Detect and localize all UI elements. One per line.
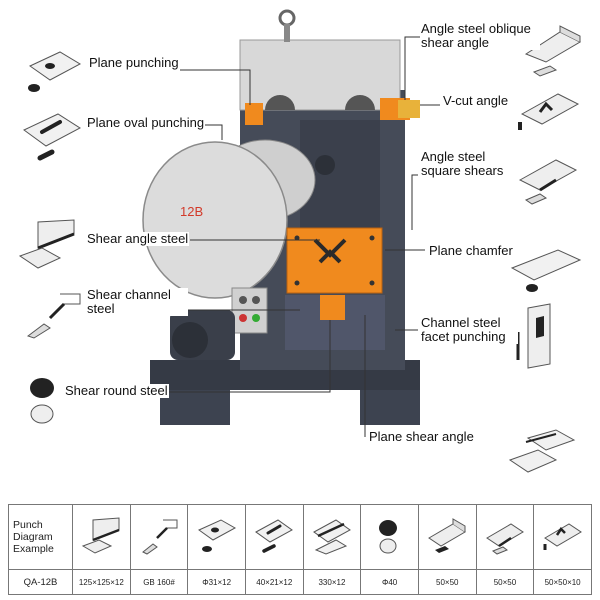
diagram-cell-punch-oval xyxy=(244,504,304,570)
callout-v-cut-angle: V-cut angle xyxy=(442,93,510,108)
top-guard-slot xyxy=(265,95,295,110)
motor-fan xyxy=(172,322,208,358)
machine-badge: 12B xyxy=(180,204,203,219)
callout-shear-angle-steel: Shear angle steel xyxy=(86,231,190,246)
spec-cell: 50×50 xyxy=(417,569,477,595)
diagram-cell-square xyxy=(475,504,535,570)
plate-shear-diagram-icon xyxy=(313,519,351,555)
spec-cell: GB 160# xyxy=(129,569,189,595)
spec-cell: 50×50×10 xyxy=(533,569,592,595)
v-cut-die xyxy=(398,100,420,118)
leader-lines xyxy=(115,36,440,437)
top-guard-slot xyxy=(345,95,375,110)
callout-plane-oval-punching: Plane oval punching xyxy=(86,115,206,130)
callout-angle-steel-oblique: Angle steel oblique shear angle xyxy=(420,22,540,50)
v-cut-angle-icon xyxy=(518,93,580,130)
shear-channel-steel-icon xyxy=(26,293,81,339)
flywheel-guard xyxy=(142,141,288,299)
spec-cell: 50×50 xyxy=(475,569,535,595)
punch-diagram-table: Punch Diagram Example QA-12B 125× xyxy=(8,504,592,595)
shear-blade-opening xyxy=(313,238,347,264)
diagram-cell-plate xyxy=(302,504,362,570)
spec-cell: 330×12 xyxy=(302,569,362,595)
spec-cell: 125×125×12 xyxy=(72,569,131,595)
spec-cell: 40×21×12 xyxy=(244,569,304,595)
lower-die xyxy=(320,295,345,320)
spec-cell: Φ40 xyxy=(360,569,419,595)
callout-shear-channel-steel: Shear channel steel xyxy=(86,288,188,316)
round-bar-diagram-icon xyxy=(378,520,397,554)
shear-angle-steel-icon xyxy=(18,219,75,269)
callout-channel-steel-facet: Channel steel facet punching xyxy=(420,316,518,344)
shear-plate xyxy=(286,227,383,294)
oval-punch-diagram-icon xyxy=(255,519,294,553)
plane-punching-icon xyxy=(28,51,82,92)
angle-steel-oblique-icon xyxy=(524,25,582,77)
angle-shear-diagram-icon xyxy=(82,517,120,554)
channel-shear-diagram-icon xyxy=(142,519,178,555)
diagram-cell-round-bar xyxy=(360,504,419,570)
diagram-cell-angle xyxy=(72,504,131,570)
channel-steel-facet-icon xyxy=(516,303,551,369)
machine-illustration: 12B xyxy=(115,9,440,437)
diagram-cell-channel xyxy=(129,504,189,570)
table-model: QA-12B xyxy=(8,569,73,595)
callout-plane-chamfer: Plane chamfer xyxy=(428,243,514,258)
machine-bolt xyxy=(315,155,335,175)
round-punch-diagram-icon xyxy=(197,519,236,552)
callout-plane-punching: Plane punching xyxy=(88,55,180,70)
diagram-cell-punch-round xyxy=(187,504,246,570)
callout-shear-round-steel: Shear round steel xyxy=(64,383,169,398)
v-cut-diagram-icon xyxy=(543,523,582,550)
oblique-angle-diagram-icon xyxy=(428,518,467,553)
callout-plane-shear-angle: Plane shear angle xyxy=(368,429,475,444)
table-row-diagrams: Punch Diagram Example xyxy=(8,504,592,570)
shear-round-steel-icon xyxy=(30,378,54,424)
table-row-specs: QA-12B 125×125×12 GB 160# Φ31×12 40×21×1… xyxy=(8,569,592,595)
plane-chamfer-icon xyxy=(510,249,582,292)
lifting-rod xyxy=(284,24,290,42)
callout-angle-steel-square: Angle steel square shears xyxy=(420,150,516,178)
lifting-eye xyxy=(278,9,296,27)
punch-holder xyxy=(245,103,263,125)
spec-cell: Φ31×12 xyxy=(187,569,246,595)
top-guard xyxy=(239,39,401,111)
diagram-cell-oblique xyxy=(417,504,477,570)
diagram-cell-v-cut xyxy=(533,504,592,570)
square-angle-diagram-icon xyxy=(485,523,524,555)
plane-shear-angle-icon xyxy=(508,429,576,473)
table-header-label: Punch Diagram Example xyxy=(8,504,73,570)
plane-oval-punching-icon xyxy=(23,113,81,161)
angle-steel-square-icon xyxy=(518,159,578,205)
